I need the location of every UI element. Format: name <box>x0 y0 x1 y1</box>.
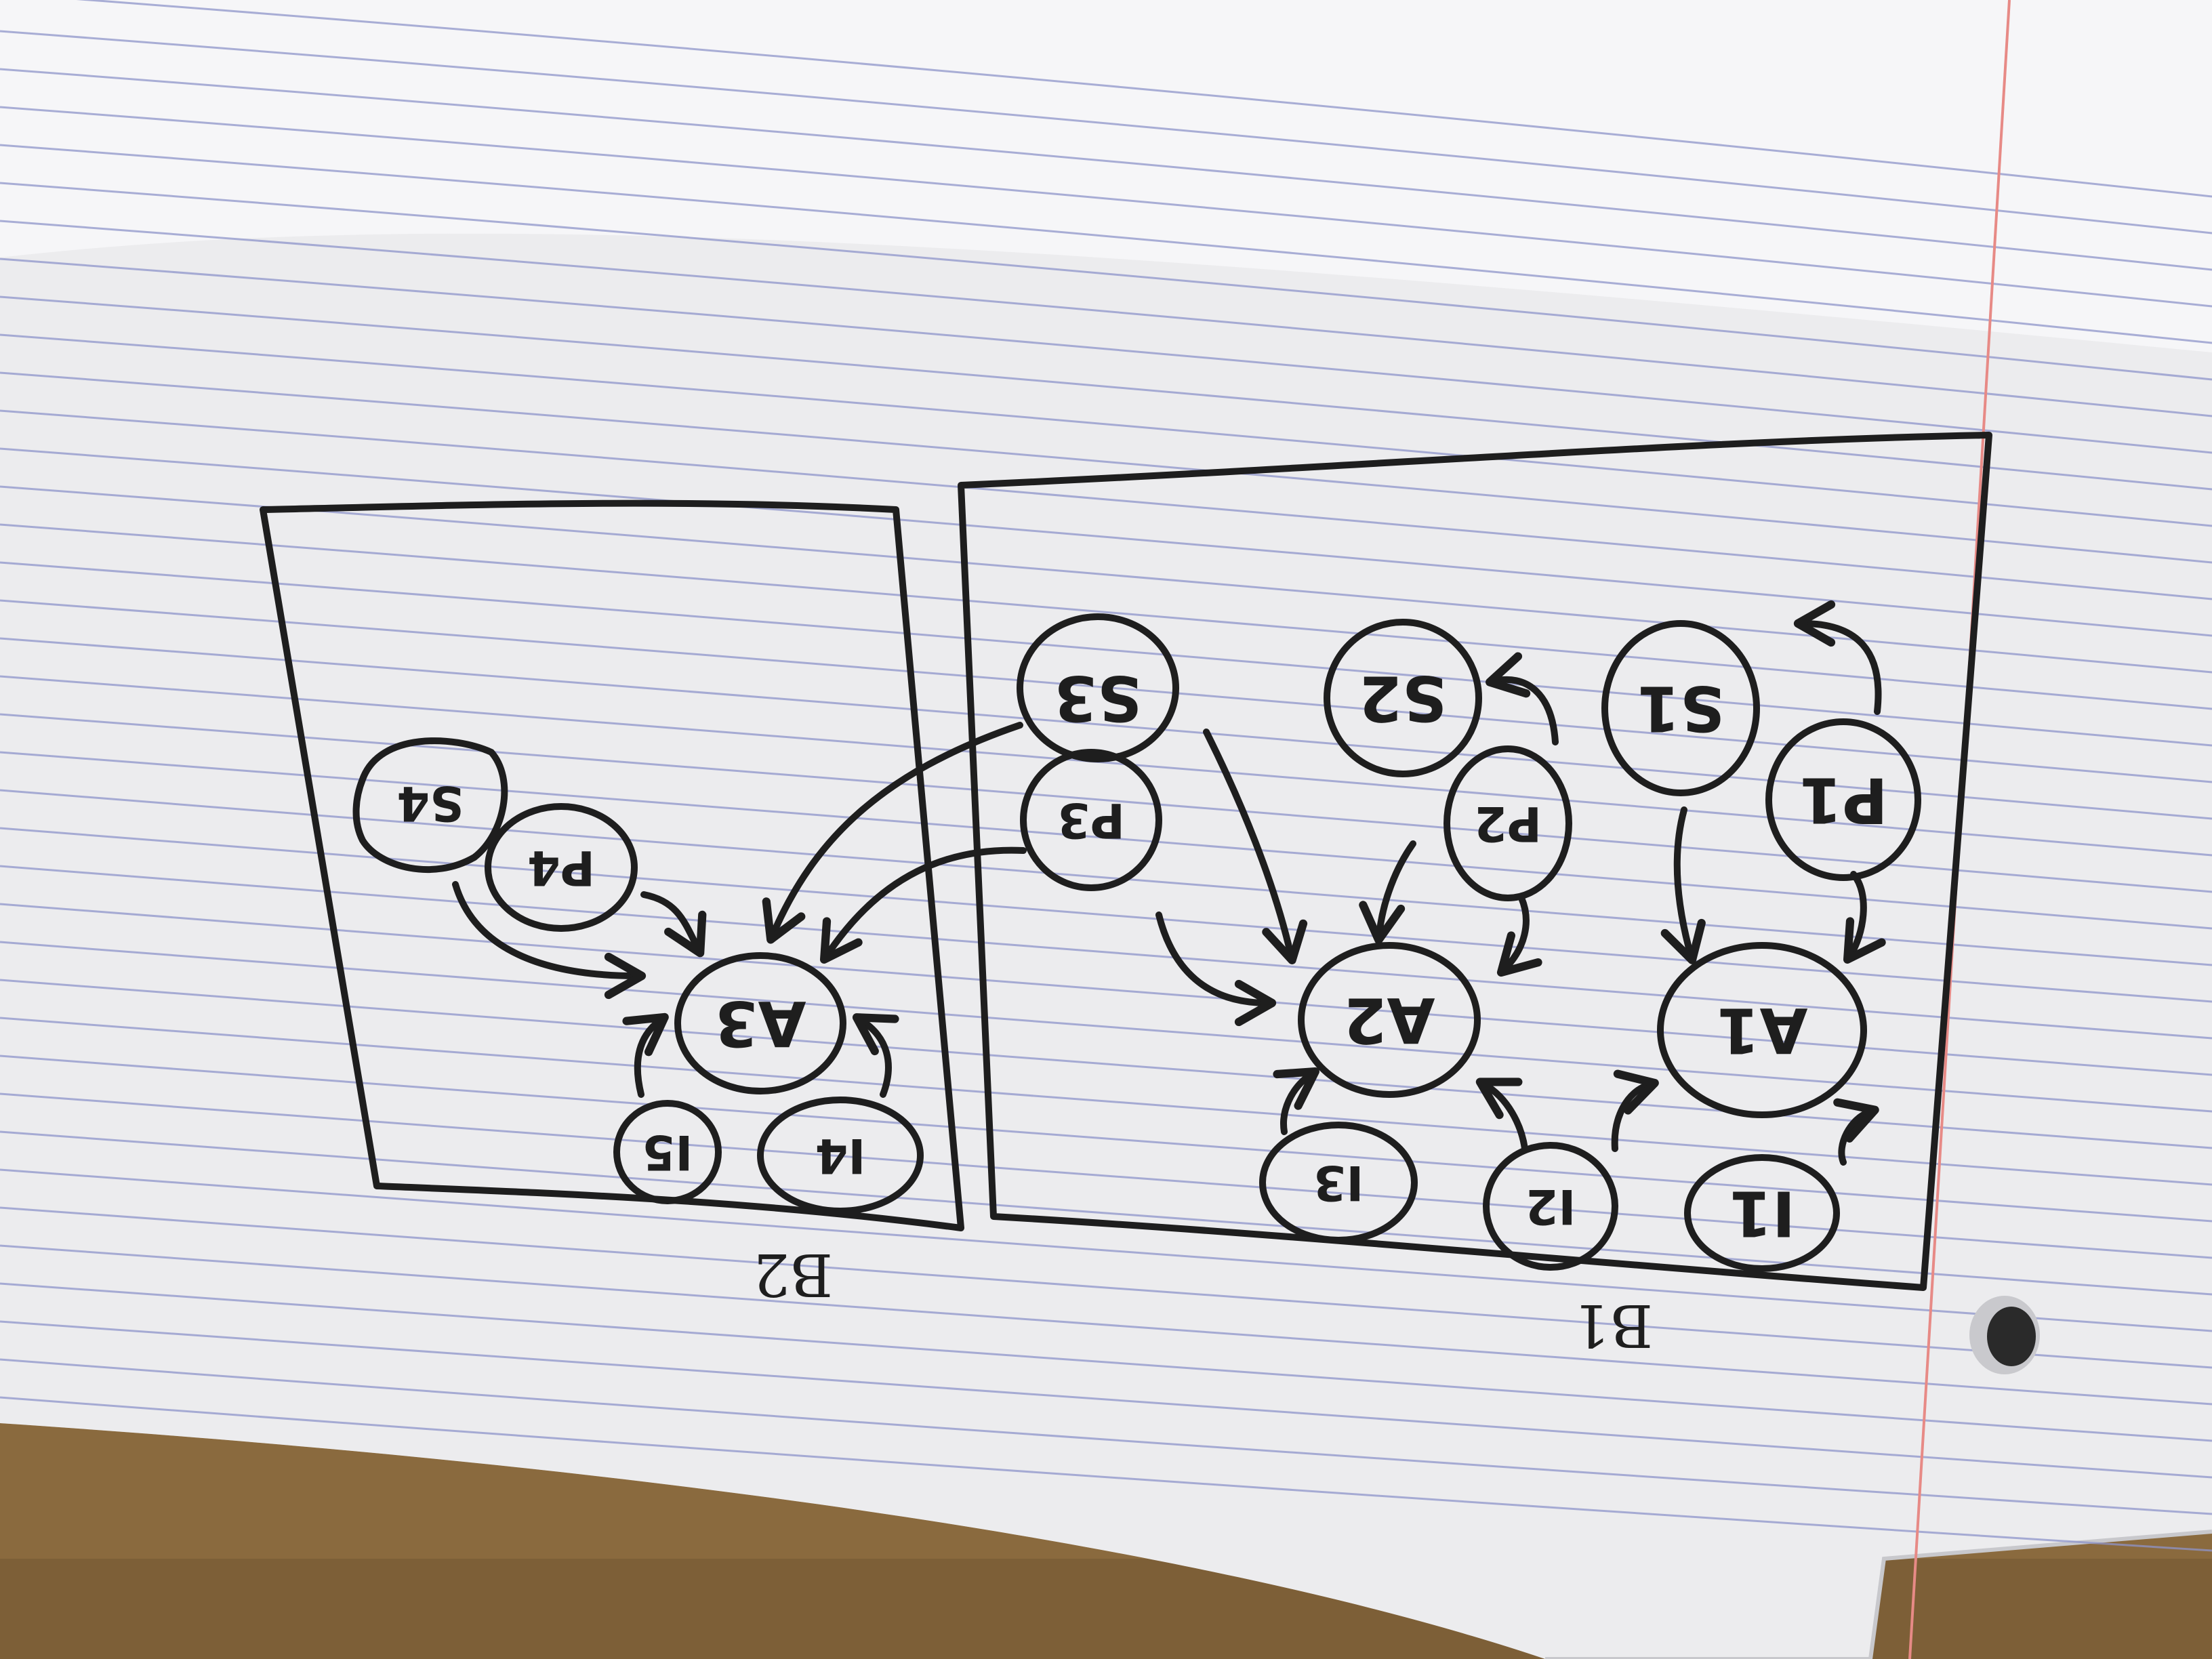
node-a1: A1 <box>1657 942 1867 1118</box>
binder-hole-inner <box>1987 1307 2036 1366</box>
arrow-s1-to-a1 <box>1660 806 1706 964</box>
ruled-line <box>0 106 2212 308</box>
ruled-line <box>0 409 2212 600</box>
arrow-i4-to-a3 <box>852 1013 899 1098</box>
node-p4-label: P4 <box>527 840 595 895</box>
ruled-line <box>0 30 2212 234</box>
ruled-line <box>0 561 2212 747</box>
ruled-line <box>0 1396 2212 1552</box>
node-s1-label: S1 <box>1637 672 1725 745</box>
node-s2: S2 <box>1324 619 1482 777</box>
arrow-i2-to-a1 <box>1611 1069 1659 1152</box>
arrow-s3-to-a2 <box>1203 729 1308 964</box>
node-p1: P1 <box>1765 718 1921 881</box>
arrow-i5-to-a3 <box>622 1012 669 1098</box>
node-p3: P3 <box>1020 749 1162 891</box>
node-i3: I3 <box>1259 1122 1418 1244</box>
ruled-line <box>0 1130 2212 1296</box>
ruled-line <box>0 258 2212 454</box>
node-i4: I4 <box>757 1097 924 1214</box>
arrow-p3-to-a2 <box>1155 912 1277 1027</box>
ruled-line <box>0 1092 2212 1259</box>
ruled-line <box>0 1017 2212 1186</box>
node-p1-label: P1 <box>1799 764 1887 836</box>
arrow-i1-to-a1 <box>1833 1098 1879 1166</box>
node-p2: P2 <box>1443 745 1572 901</box>
node-i3-label: I3 <box>1313 1155 1364 1210</box>
ruled-line <box>0 1054 2212 1223</box>
node-i5: I5 <box>613 1100 722 1204</box>
node-a2: A2 <box>1298 942 1481 1098</box>
node-i4-label: I4 <box>815 1128 866 1183</box>
ruled-line <box>0 447 2212 637</box>
arrow-p3-to-a3 <box>819 846 1027 964</box>
ruled-line <box>0 220 2212 417</box>
ruled-lines <box>0 0 2212 1552</box>
node-s4: S4 <box>352 737 508 873</box>
ruled-line <box>0 371 2212 564</box>
node-s2-label: S2 <box>1359 662 1447 735</box>
arrow-s4-to-a3 <box>452 881 647 1000</box>
node-s3-label: S3 <box>1054 662 1142 735</box>
node-s1: S1 <box>1601 620 1760 796</box>
node-a3-label: A3 <box>714 987 806 1060</box>
node-a2-label: A2 <box>1343 984 1435 1057</box>
node-a1-label: A1 <box>1716 994 1807 1067</box>
node-i2: I2 <box>1483 1142 1618 1271</box>
arrow-i2-to-a2 <box>1475 1078 1528 1152</box>
arrow-p2-to-a2-right <box>1496 895 1542 977</box>
node-i2-label: I2 <box>1525 1179 1576 1234</box>
ruled-line <box>0 1358 2212 1515</box>
node-a3: A3 <box>674 952 846 1094</box>
ruled-line <box>0 68 2212 271</box>
ruled-line <box>0 637 2212 820</box>
node-i5-label: I5 <box>642 1124 693 1180</box>
node-p3-label: P3 <box>1057 792 1125 848</box>
arrow-p4-to-a3 <box>640 891 707 958</box>
arrow-p2-to-a2-left <box>1359 840 1416 945</box>
ruled-line <box>0 295 2212 491</box>
paper-edge <box>1545 1530 2212 1659</box>
ruled-line <box>76 0 2212 198</box>
ruled-line <box>0 599 2212 783</box>
ruled-line <box>0 713 2212 893</box>
arrow-p1-to-a1 <box>1843 871 1886 964</box>
paper-shade <box>0 233 2212 1659</box>
box-b1-frame <box>958 432 1992 1291</box>
arrow-i3-to-a2 <box>1273 1067 1319 1135</box>
arrow-s3-to-a3 <box>762 722 1023 944</box>
arrow-p2-to-s2 <box>1486 652 1559 745</box>
node-i1-label: I1 <box>1729 1177 1795 1250</box>
ruled-line <box>0 333 2212 527</box>
ruled-line <box>0 182 2212 381</box>
node-p4: P4 <box>485 803 638 932</box>
node-i1: I1 <box>1684 1154 1840 1272</box>
arrow-p1-to-s1 <box>1793 600 1882 715</box>
caption-b2: B2 <box>753 1240 833 1308</box>
caption-b1: B1 <box>1573 1291 1653 1359</box>
node-p2-label: P2 <box>1474 796 1542 851</box>
ruled-line <box>0 144 2212 344</box>
node-s3: S3 <box>1017 613 1179 762</box>
node-s4-label: S4 <box>396 775 464 831</box>
ruled-line <box>0 523 2212 710</box>
